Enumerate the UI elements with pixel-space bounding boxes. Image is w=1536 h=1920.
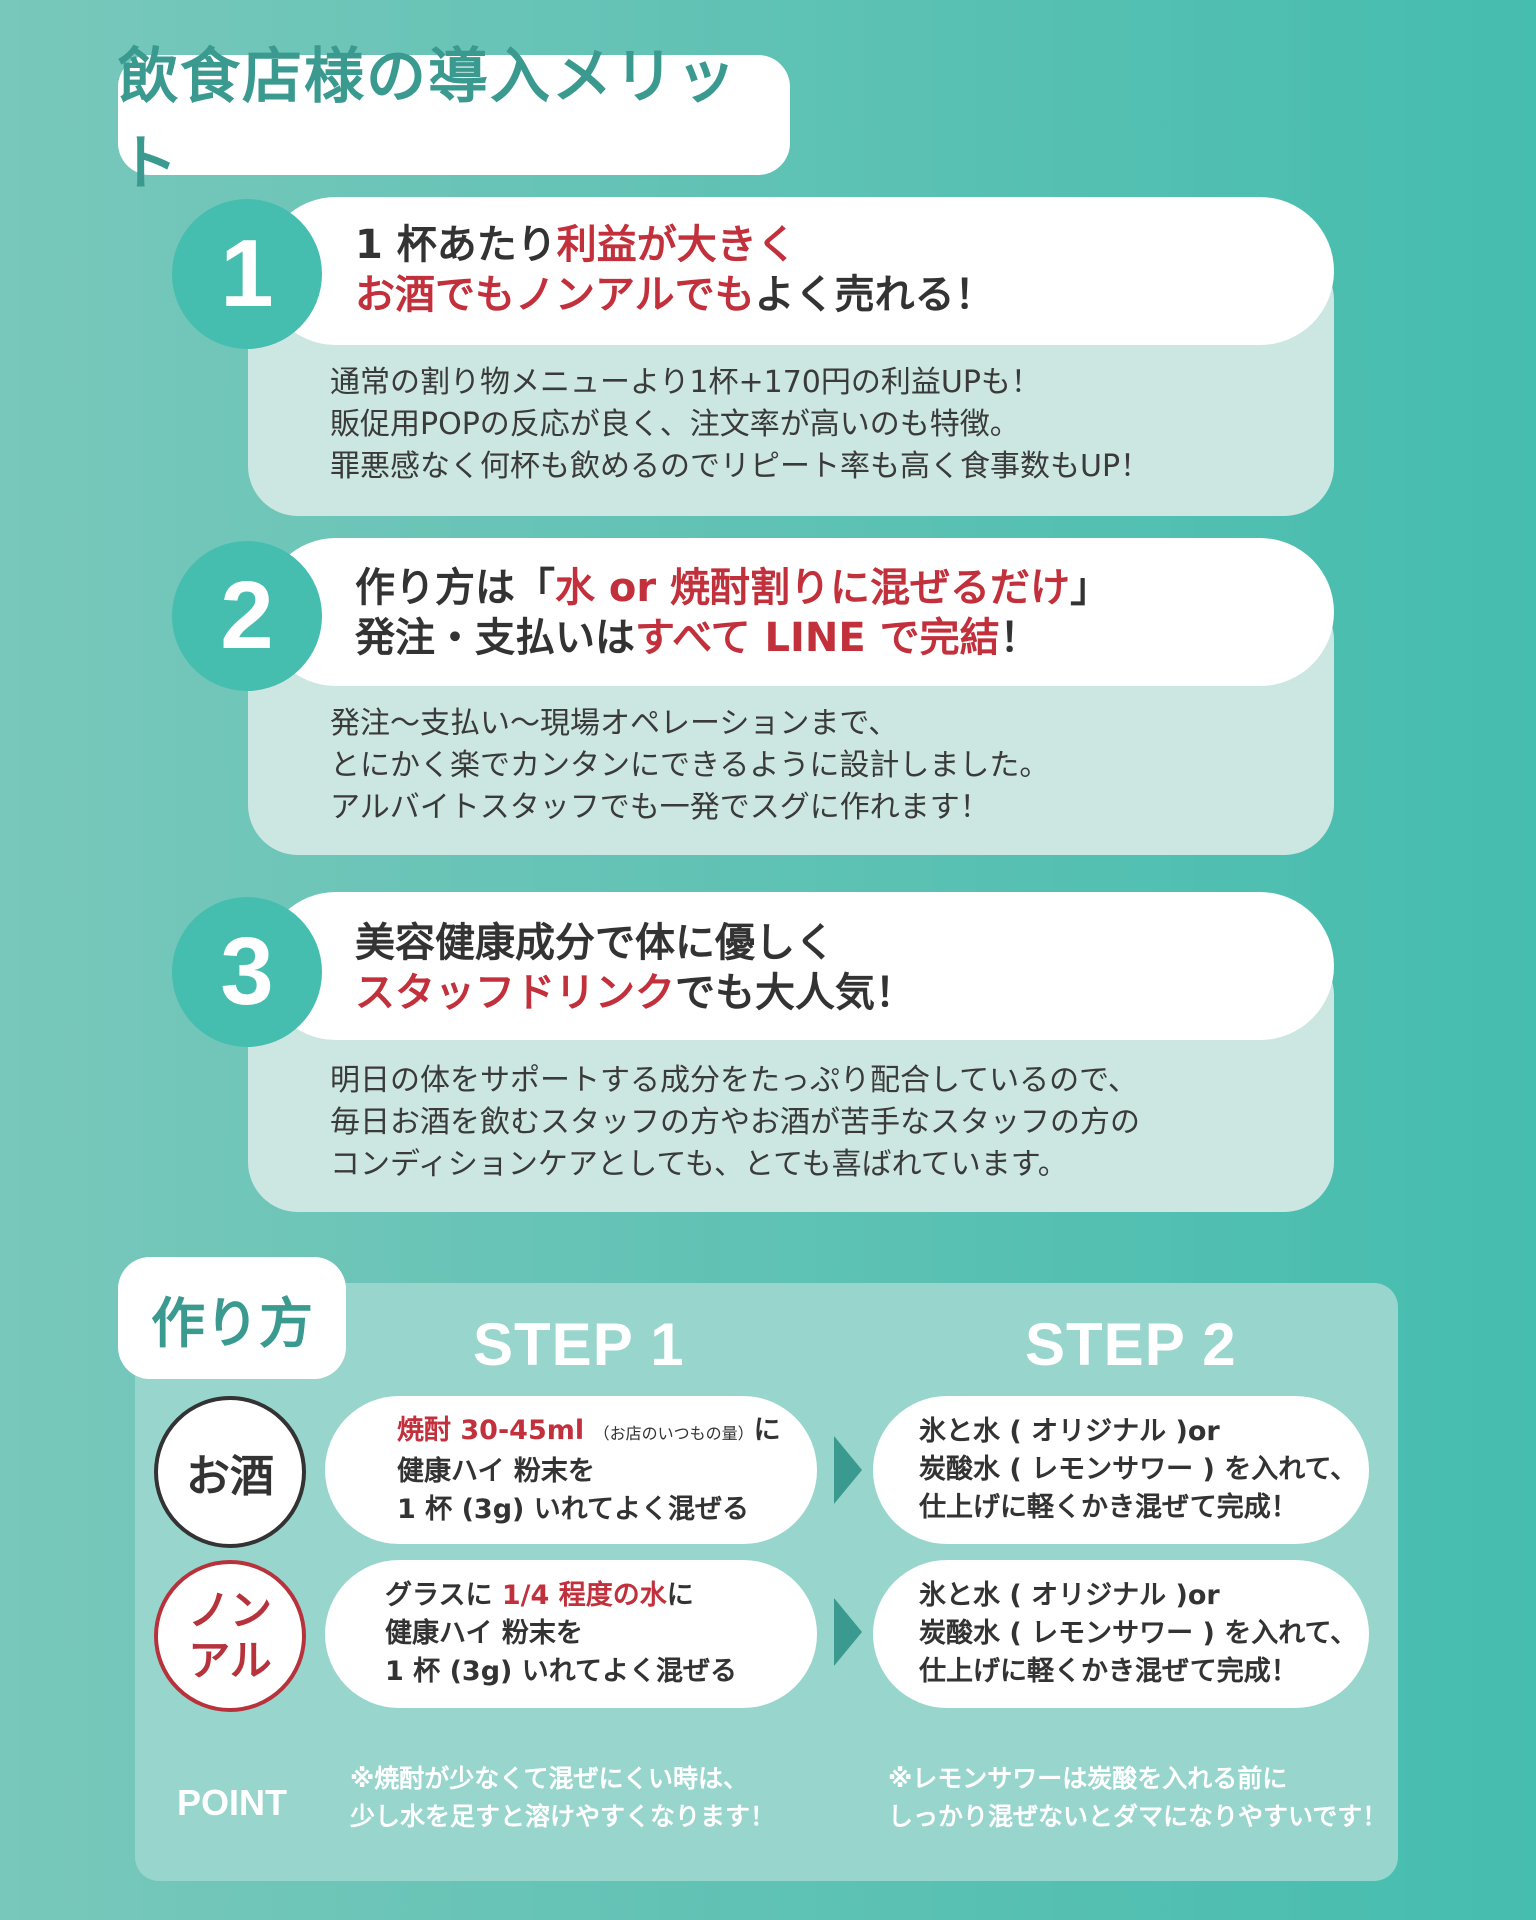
merit-3-description: 明日の体をサポートする成分をたっぷり配合しているので、 毎日お酒を飲むスタッフの… (330, 1063, 1140, 1182)
point-note-1: ※焼酎が少なくて混ぜにくい時は、 少し水を足すと溶けやすくなります！ (350, 1764, 776, 1831)
merit-1-header (262, 197, 1334, 345)
merit-3-header (262, 892, 1334, 1040)
step-2-label: STEP 2 (1025, 1311, 1237, 1378)
page-title: 飲食店様の導入メリット (118, 42, 738, 199)
recipe-tab: 作り方 (118, 1257, 346, 1379)
arrow-right-icon (834, 1598, 862, 1666)
point-note-2: ※レモンサワーは炭酸を入れる前に しっかり混ぜないとダマになりやすいです！ (888, 1764, 1388, 1831)
arrow-right-icon (834, 1436, 862, 1504)
merit-1-number-badge: 1 (172, 199, 322, 349)
non-alcohol-step-1-card: グラスに 1/4 程度の水に 健康ハイ 粉末を 1 杯 (3g) いれてよく混ぜ… (325, 1560, 817, 1708)
step-1-label: STEP 1 (473, 1311, 685, 1378)
point-label: POINT (177, 1782, 288, 1823)
merit-2-number-badge: 2 (172, 541, 322, 691)
alcohol-step-1-card: 焼酎 30-45ml （お店のいつもの量）に 健康ハイ 粉末を 1 杯 (3g)… (325, 1396, 817, 1544)
merit-2-title: 作り方は「水 or 焼酎割りに混ぜるだけ」 発注・支払いはすべて LINE で完… (355, 565, 1111, 661)
merit-2-header (262, 538, 1334, 686)
merit-2-description: 発注〜支払い〜現場オペレーションまで、 とにかく楽でカンタンにできるように設計し… (330, 706, 1050, 825)
page-title-box: 飲食店様の導入メリット (118, 42, 790, 199)
merit-1-title: 1 杯あたり利益が大きく お酒でもノンアルでもよく売れる！ (355, 222, 995, 318)
alcohol-step-2-card: 氷と水 ( オリジナル )or 炭酸水 ( レモンサワー ) を入れて、 仕上げ… (873, 1396, 1369, 1544)
merit-1-description: 通常の割り物メニューより1杯+170円の利益UPも！ 販促用POPの反応が良く、… (330, 365, 1151, 484)
merit-3-number-badge: 3 (172, 897, 322, 1047)
type-badge-non-alcohol: ノンアル (154, 1560, 306, 1712)
non-alcohol-step-2-card: 氷と水 ( オリジナル )or 炭酸水 ( レモンサワー ) を入れて、 仕上げ… (873, 1560, 1369, 1708)
type-badge-alcohol: お酒 (154, 1396, 306, 1548)
merit-3-title: 美容健康成分で体に優しく スタッフドリンクでも大人気！ (355, 920, 915, 1016)
